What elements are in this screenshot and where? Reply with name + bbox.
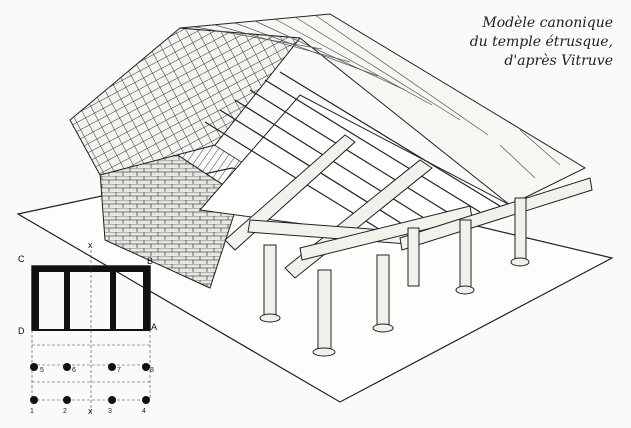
plan-wall-inner-2 [110,266,116,330]
plan-number-3: 3 [108,408,112,415]
plan-number-1: 1 [30,408,34,415]
caption-line-2: du temple étrusque, [469,34,613,50]
caption-line-3: d'après Vitruve [504,53,613,69]
roof-beams [224,134,593,279]
plan-number-4: 4 [142,408,146,415]
plan-number-2: 2 [63,408,67,415]
plan-label-d: D [18,326,25,336]
plan-number-5: 5 [40,367,44,374]
ground-plan: C B D A x x 1 2 3 4 5 6 7 8 [18,240,157,416]
plan-number-6: 6 [72,367,76,374]
plan-number-8: 8 [150,367,154,374]
plan-wall-inner-1 [64,266,70,330]
plan-axis-top: x [88,240,93,250]
plan-axis-bottom: x [88,406,93,416]
plan-label-c: C [18,254,25,264]
tiled-roof [69,27,301,176]
caption-line-1: Modèle canonique [482,15,613,31]
plan-label-b: B [147,256,153,266]
roof-planking [179,13,587,206]
plan-wall-top [32,266,150,272]
plan-number-7: 7 [117,367,121,374]
plan-wall-right [143,266,150,330]
roof-plank-lines [194,14,561,179]
columns [259,197,530,357]
plan-wall-left [32,266,39,330]
caption: Modèle canonique du temple étrusque, d'a… [413,14,613,71]
plan-label-a: A [151,322,157,332]
